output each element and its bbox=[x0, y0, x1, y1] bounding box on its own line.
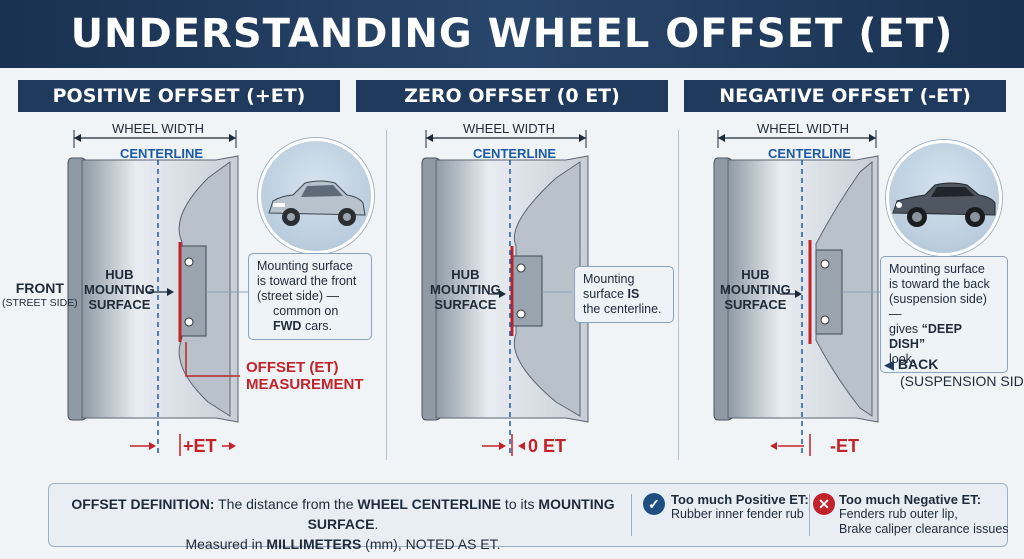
callout-line: common on bbox=[273, 304, 339, 318]
warning-body: Rubber inner fender rub bbox=[671, 507, 804, 521]
callout-line: FWD cars. bbox=[273, 319, 333, 333]
back-label-sub: (SUSPENSION SIDE) bbox=[900, 373, 1024, 389]
callout-line: (suspension side) — bbox=[889, 292, 987, 321]
callout-line: Mounting bbox=[583, 272, 635, 286]
front-street-side-label: FRONT (STREET SIDE) bbox=[2, 281, 78, 311]
panel-header-zero: ZERO OFFSET (0 ET) bbox=[356, 80, 668, 112]
negative-callout: Mounting surface is toward the back (sus… bbox=[880, 256, 1008, 373]
definition-separator bbox=[631, 494, 632, 536]
hub-mounting-label: HUB MOUNTING SURFACE bbox=[430, 267, 501, 312]
wheel-width-label: WHEEL WIDTH bbox=[112, 121, 204, 136]
hub-label-line: HUB bbox=[741, 267, 770, 282]
back-suspension-side-label: ◀ BACK (SUSPENSION SIDE) bbox=[884, 356, 1024, 389]
warning-title: Too much Positive ET: bbox=[671, 492, 809, 507]
panel-divider bbox=[386, 130, 387, 460]
callout-line: Mounting surface bbox=[257, 259, 353, 273]
zero-wheel-diagram bbox=[421, 130, 589, 456]
check-icon: ✓ bbox=[643, 493, 665, 515]
callout-line: gives “DEEP DISH” bbox=[889, 322, 962, 351]
definition-panel: OFFSET DEFINITION: The distance from the… bbox=[48, 483, 1009, 552]
positive-callout: Mounting surface is toward the front (st… bbox=[248, 253, 372, 340]
centerline-label: CENTERLINE bbox=[768, 146, 852, 161]
callout-line: (street side) — bbox=[257, 289, 339, 303]
negative-et-label: -ET bbox=[830, 436, 859, 456]
offset-measurement-label: OFFSET (ET) MEASUREMENT bbox=[246, 359, 364, 393]
zero-callout: Mounting surface IS the centerline. bbox=[574, 266, 674, 323]
measurement-line: MEASUREMENT bbox=[246, 376, 364, 393]
hub-label-line: MOUNTING bbox=[84, 282, 155, 297]
zero-et-label: 0 ET bbox=[528, 436, 567, 456]
muscle-car-image bbox=[886, 140, 1002, 256]
negative-wheel-diagram bbox=[713, 130, 884, 456]
wheel-width-label: WHEEL WIDTH bbox=[463, 121, 555, 136]
sedan-car-icon bbox=[268, 180, 366, 226]
hub-label-line: MOUNTING bbox=[430, 282, 501, 297]
positive-wheel-diagram bbox=[67, 130, 248, 456]
callout-line: the centerline. bbox=[583, 302, 662, 316]
warning-body: Fenders rub outer lip, bbox=[839, 507, 958, 521]
callout-line: look. bbox=[889, 352, 916, 366]
back-label-main: BACK bbox=[897, 356, 939, 372]
measurement-line: OFFSET (ET) bbox=[246, 359, 339, 376]
offset-definition-text: OFFSET DEFINITION: The distance from the… bbox=[63, 494, 623, 554]
hub-mounting-label: HUB MOUNTING SURFACE bbox=[720, 267, 791, 312]
hub-label-line: SURFACE bbox=[724, 297, 787, 312]
positive-warning: Too much Positive ET: Rubber inner fende… bbox=[671, 492, 809, 522]
callout-line: surface IS bbox=[583, 287, 640, 301]
callout-line: is toward the back bbox=[889, 277, 990, 291]
front-label-main: FRONT bbox=[15, 280, 64, 296]
panel-divider bbox=[678, 130, 679, 460]
callout-line: is toward the front bbox=[257, 274, 357, 288]
title-banner: UNDERSTANDING WHEEL OFFSET (ET) bbox=[0, 0, 1024, 68]
centerline-label: CENTERLINE bbox=[473, 146, 557, 161]
negative-warning: Too much Negative ET: Fenders rub outer … bbox=[839, 492, 1009, 537]
muscle-car-icon bbox=[892, 182, 996, 227]
panel-header-positive: POSITIVE OFFSET (+ET) bbox=[18, 80, 340, 112]
hub-label-line: HUB bbox=[451, 267, 480, 282]
x-icon: ✕ bbox=[813, 493, 835, 515]
panel-header-negative: NEGATIVE OFFSET (-ET) bbox=[684, 80, 1006, 112]
hub-label-line: MOUNTING bbox=[720, 282, 791, 297]
warning-title: Too much Negative ET: bbox=[839, 492, 982, 507]
hub-mounting-label: HUB MOUNTING SURFACE bbox=[84, 267, 155, 312]
hub-label-line: SURFACE bbox=[434, 297, 497, 312]
definition-line: OFFSET DEFINITION: The distance from the… bbox=[71, 496, 615, 532]
positive-et-label: +ET bbox=[183, 436, 217, 456]
callout-line: Mounting surface bbox=[889, 262, 985, 276]
warning-body: Brake caliper clearance issues bbox=[839, 522, 1009, 536]
centerline-label: CENTERLINE bbox=[120, 146, 204, 161]
back-arrow-icon: ◀ bbox=[884, 357, 894, 372]
wheel-width-label: WHEEL WIDTH bbox=[757, 121, 849, 136]
hub-label-line: HUB bbox=[105, 267, 134, 282]
definition-line: Measured in MILLIMETERS (mm), NOTED AS E… bbox=[185, 536, 501, 552]
definition-separator bbox=[809, 494, 810, 536]
sedan-car-image bbox=[258, 138, 374, 254]
front-label-sub: (STREET SIDE) bbox=[2, 297, 78, 309]
page-title: UNDERSTANDING WHEEL OFFSET (ET) bbox=[70, 11, 954, 57]
hub-label-line: SURFACE bbox=[88, 297, 151, 312]
